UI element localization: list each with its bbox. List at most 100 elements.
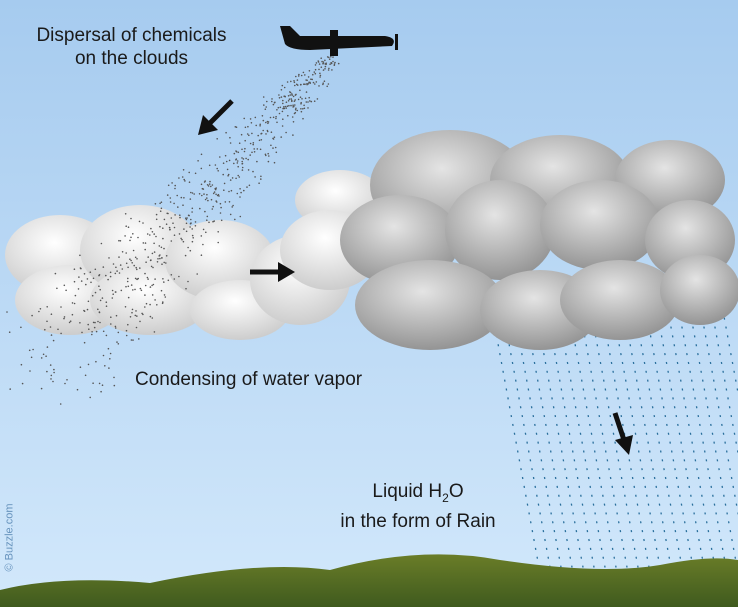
particle [95, 330, 98, 333]
particle [173, 202, 175, 205]
particle [146, 276, 149, 279]
particle [190, 191, 192, 194]
particle [297, 98, 300, 101]
rain-label: Liquid H2O in the form of Rain [318, 480, 518, 533]
particle [283, 106, 285, 108]
particle [228, 159, 231, 162]
particle [254, 116, 257, 119]
particle [163, 261, 165, 264]
particle [125, 329, 128, 332]
particle [181, 238, 183, 241]
particle [222, 173, 224, 176]
particle [191, 228, 193, 230]
particle [136, 268, 138, 271]
particle [256, 160, 258, 163]
particle [110, 323, 112, 325]
particle [162, 278, 164, 280]
particle [168, 226, 171, 229]
rain-label-pre: Liquid H [372, 481, 443, 502]
particle [293, 105, 295, 108]
particle [305, 91, 308, 93]
particle [224, 201, 227, 203]
particle [224, 154, 227, 157]
particle [212, 205, 214, 208]
particle [159, 202, 161, 205]
particle [244, 126, 247, 129]
particle [161, 302, 164, 305]
particle [319, 76, 321, 78]
particle [124, 306, 127, 308]
particle [296, 109, 299, 112]
particle [220, 219, 223, 222]
particle [163, 281, 165, 283]
particle [167, 184, 170, 187]
particle [89, 271, 92, 274]
particle [64, 382, 66, 385]
particle [130, 217, 132, 220]
particle [91, 333, 93, 336]
particle [331, 69, 333, 71]
particle [182, 204, 184, 206]
particle [272, 116, 275, 119]
particle [248, 134, 250, 137]
particle [50, 378, 52, 380]
particle [97, 320, 99, 323]
particle [150, 227, 152, 230]
particle [200, 167, 203, 170]
particle [237, 174, 239, 177]
particle [119, 240, 122, 242]
particle [300, 74, 303, 77]
particle [105, 334, 108, 337]
particle [149, 286, 152, 288]
particle [318, 63, 321, 65]
particle [92, 277, 95, 280]
particle [274, 146, 277, 149]
particle [313, 71, 316, 73]
particle [327, 83, 330, 85]
particle [294, 104, 296, 106]
particle [42, 353, 45, 356]
ground-hills [0, 554, 738, 607]
particle [63, 316, 66, 318]
particle [189, 198, 192, 200]
particle [92, 382, 94, 385]
particle [154, 299, 156, 301]
particle [88, 328, 90, 331]
particle [73, 268, 76, 271]
particle [190, 218, 192, 221]
particle [241, 162, 244, 165]
particle [279, 106, 282, 109]
particle [112, 263, 115, 265]
particle [112, 293, 114, 296]
particle [219, 156, 221, 158]
particle [290, 104, 292, 107]
particle [130, 339, 133, 341]
particle [50, 313, 53, 316]
particle [185, 222, 188, 225]
particle [44, 328, 46, 331]
particle [132, 233, 134, 235]
particle [319, 74, 322, 77]
particle [129, 316, 132, 318]
particle [154, 203, 157, 205]
particle [276, 109, 278, 111]
particle [249, 154, 251, 156]
particle [109, 352, 112, 355]
particle [237, 151, 240, 154]
particle [232, 204, 234, 207]
particle [73, 280, 76, 283]
particle [183, 178, 185, 181]
particle [153, 331, 156, 333]
particle [305, 101, 308, 103]
particle [187, 246, 189, 249]
particle [262, 129, 265, 132]
particle [163, 294, 166, 296]
particle [288, 104, 290, 107]
particle [93, 326, 96, 329]
particle [149, 315, 152, 318]
particle [161, 263, 163, 266]
particle [281, 110, 284, 113]
particle [303, 83, 305, 85]
particle [235, 150, 237, 152]
particle [165, 262, 167, 264]
